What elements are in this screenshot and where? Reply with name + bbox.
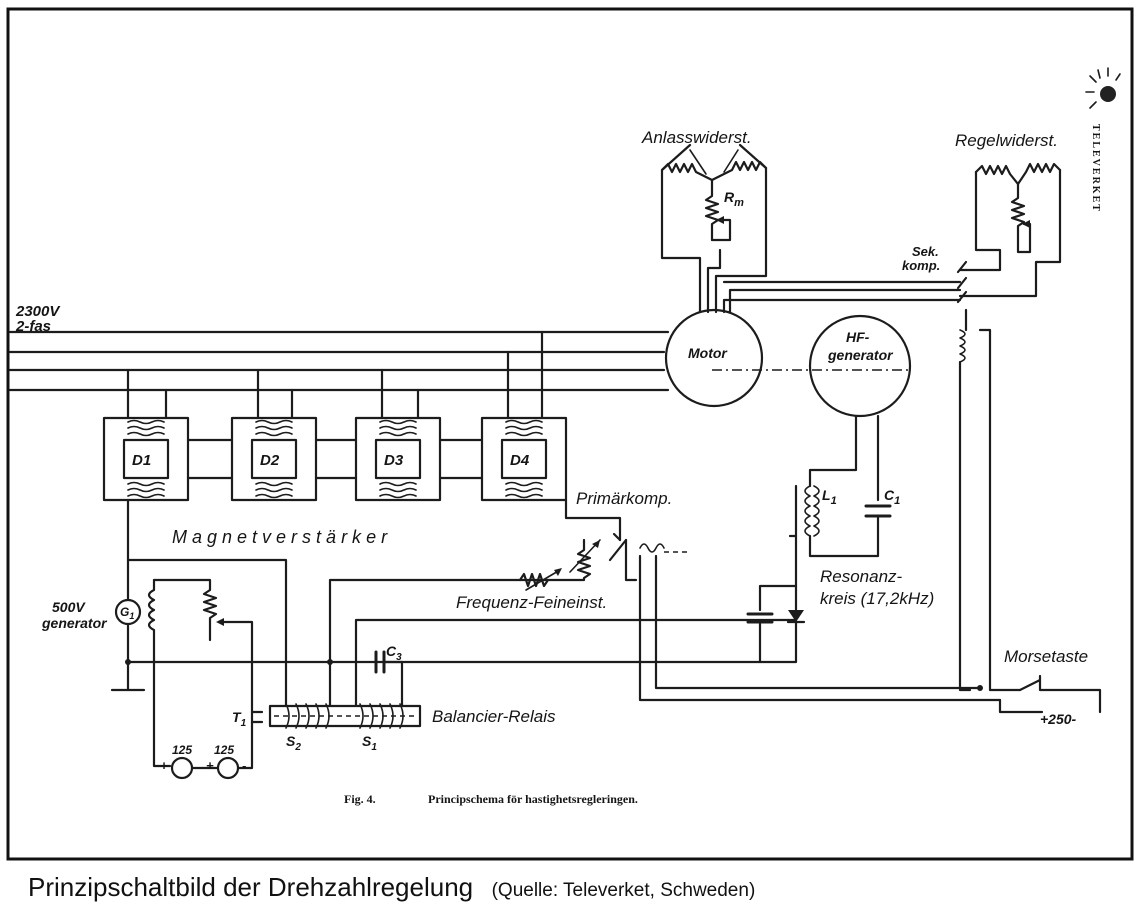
resonance-circuit [758,414,892,612]
t1-contact [250,710,264,724]
hf-generator-label-2: generator [827,347,894,363]
primary-compensation [518,532,1002,702]
motor-leads [660,143,962,314]
balancing-relay [268,703,422,729]
resonance-circuit-label-2: kreis (17,2kHz) [820,589,934,608]
caption-source: (Quelle: Televerket, Schweden) [491,880,756,901]
capacitor-c3 [125,650,404,707]
supply-lines [8,330,670,420]
d1-label: D1 [132,452,151,469]
generator-500v-label-1: 500V [52,599,86,615]
battery-minus-label: - [242,758,246,773]
battery-left-label: 125 [172,743,192,757]
s2-label: S2 [286,733,301,753]
battery-right-label: 125 [214,743,234,757]
c1-label: C1 [884,487,900,507]
magnetic-amplifier-d4 [480,416,568,502]
motor-label: Motor [688,345,728,361]
starting-resistor-label: Anlasswiderst. [641,128,752,147]
resonance-circuit-label-1: Resonanz- [820,567,903,586]
battery-plus-label-2: + [206,758,214,773]
secondary-compensation [956,260,1022,692]
d4-label: D4 [510,452,530,469]
magnetic-amplifier-label: M a g n e t v e r s t ä r k e r [172,527,388,547]
supply-voltage-label: 2300V [15,303,61,320]
magnetic-amplifier-d1 [102,416,190,502]
t1-label: T1 [232,709,247,729]
l1-label: L1 [822,487,837,507]
magnetic-amplifier-d3 [354,416,442,502]
figure-title: Principschema för hastighetsregleringen. [428,792,638,806]
d3-label: D3 [384,452,404,469]
starting-resistor [660,149,768,242]
televerket-logo [1085,67,1121,109]
morse-key [977,674,1102,714]
plus250-label: +250- [1040,711,1077,727]
generator-500v [110,558,254,768]
motor [664,308,764,408]
figure-frame [6,7,1134,861]
amplifier-interconnects [126,438,622,707]
hf-generator-label-1: HF- [846,329,870,345]
rectifier-section [128,610,806,664]
morse-key-label: Morsetaste [1004,647,1088,666]
regulating-resistor [958,162,1062,298]
primary-compensation-label: Primärkomp. [576,489,672,508]
magnetic-amplifier-d2 [230,416,318,502]
d2-label: D2 [260,452,280,469]
c3-label: C3 [386,643,402,663]
televerket-vertical-label: TELEVERKET [1090,124,1101,213]
hf-generator [808,314,912,418]
secondary-compensation-label-1: Sek. [912,244,939,259]
secondary-compensation-label-2: komp. [902,258,940,273]
figure-number: Fig. 4. [344,792,376,806]
g1-label: G1 [120,605,134,621]
relay-feed-wire [354,618,798,707]
caption-title: Prinzipschaltbild der Drehzahlregelung [28,872,474,902]
regulating-resistor-label: Regelwiderst. [955,131,1058,150]
battery-plus-label: + [160,758,168,773]
generator-500v-label-2: generator [41,615,108,631]
batteries-125v [170,756,254,780]
supply-phase-label: 2-fas [15,318,51,335]
frequency-fine-adjust-label: Frequenz-Feineinst. [456,593,607,612]
balancing-relay-label: Balancier-Relais [432,707,556,726]
rm-label: Rm [724,189,744,209]
caption: Prinzipschaltbild der Drehzahlregelung (… [28,872,755,903]
s1-label: S1 [362,733,377,753]
